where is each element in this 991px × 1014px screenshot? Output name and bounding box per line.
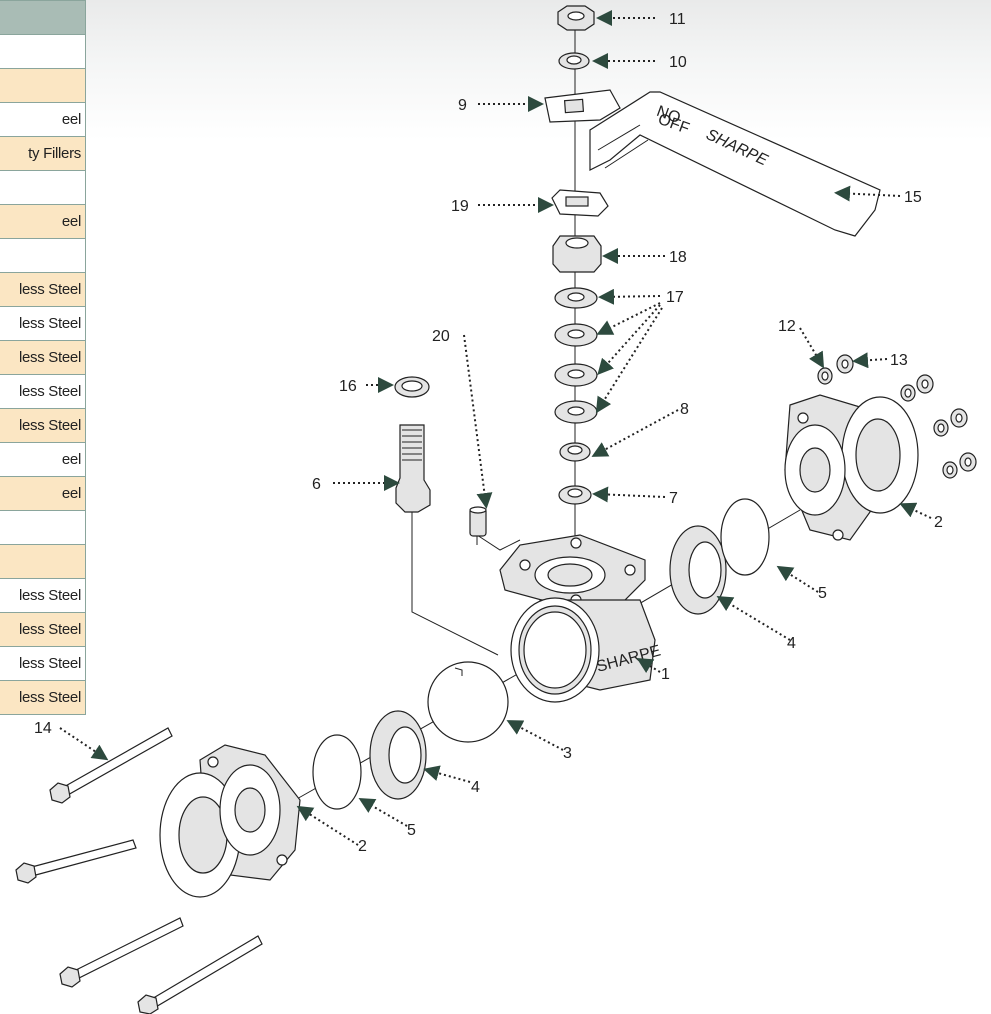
bom-row — [0, 34, 86, 69]
callout-leaders — [59, 10, 932, 846]
bom-cell — [0, 238, 86, 273]
callout-4-right: 4 — [787, 635, 796, 652]
bom-cell-text: eel — [61, 451, 81, 468]
bom-cell-text: eel — [61, 213, 81, 230]
stem-seal-16 — [394, 376, 430, 398]
seat-4-left — [369, 710, 427, 800]
stem-seal-7 — [558, 485, 592, 505]
bom-cell: eel — [0, 102, 86, 137]
bom-row — [0, 170, 86, 205]
callout-14: 14 — [34, 720, 52, 737]
callout-7: 7 — [669, 490, 678, 507]
end-cap-2-left — [159, 744, 301, 898]
bom-cell-text: eel — [61, 485, 81, 502]
packing-rings-17 — [554, 287, 598, 424]
callout-8: 8 — [680, 401, 689, 418]
bom-cell-text: less Steel — [18, 281, 81, 298]
bom-cell-text: less Steel — [18, 689, 81, 706]
callout-16: 16 — [339, 378, 357, 395]
callout-5-left: 5 — [407, 822, 416, 839]
callout-19: 19 — [451, 198, 469, 215]
bom-row — [0, 0, 86, 35]
bom-cell: eel — [0, 476, 86, 511]
callout-20: 20 — [432, 328, 450, 345]
bom-row: less Steel — [0, 408, 86, 443]
bom-cell-text: less Steel — [18, 349, 81, 366]
seat-4-right — [669, 525, 727, 615]
bom-row: eel — [0, 476, 86, 511]
packing-nut-18 — [552, 235, 602, 273]
bill-of-materials-table: eel ty Fillers eel less Steel less Steel less… — [0, 0, 86, 715]
valve-body-1: SHARPE — [499, 534, 663, 703]
callout-18: 18 — [669, 249, 687, 266]
bom-cell: less Steel — [0, 578, 86, 613]
bom-cell — [0, 34, 86, 69]
bom-cell — [0, 170, 86, 205]
callout-6: 6 — [312, 476, 321, 493]
washer-10 — [558, 52, 590, 70]
bom-cell — [0, 510, 86, 545]
callout-1: 1 — [661, 666, 670, 683]
stop-pin-20 — [469, 506, 487, 537]
callout-17: 17 — [666, 289, 684, 306]
bom-cell-text: less Steel — [18, 655, 81, 672]
bom-row: eel — [0, 102, 86, 137]
bom-cell: less Steel — [0, 306, 86, 341]
stem-nut-11 — [557, 5, 595, 31]
bom-cell: less Steel — [0, 646, 86, 681]
callout-3: 3 — [563, 745, 572, 762]
valve-stem-6 — [395, 424, 431, 513]
valve-ball-3 — [427, 661, 509, 743]
bom-cell — [0, 0, 86, 35]
callout-5-right: 5 — [818, 585, 827, 602]
end-cap-2-right — [784, 394, 919, 541]
body-seal-5-right — [720, 498, 770, 576]
bom-cell: less Steel — [0, 374, 86, 409]
handle-assembly-15: SHARPE ON OFF — [544, 89, 881, 237]
bom-row: less Steel — [0, 612, 86, 647]
callout-9: 9 — [458, 97, 467, 114]
bom-cell-text: less Steel — [18, 383, 81, 400]
bom-row — [0, 510, 86, 545]
callout-labels: 11 10 9 15 19 18 17 8 7 16 6 20 12 13 2 … — [34, 11, 943, 855]
bom-cell-text: less Steel — [18, 315, 81, 332]
bom-cell-text: less Steel — [18, 417, 81, 434]
bom-cell-text: less Steel — [18, 587, 81, 604]
bom-cell-text: ty Fillers — [28, 145, 81, 162]
bom-row: eel — [0, 204, 86, 239]
bom-row: less Steel — [0, 680, 86, 715]
thrust-washer-8 — [559, 442, 591, 462]
bom-row: less Steel — [0, 646, 86, 681]
callout-12: 12 — [778, 318, 796, 335]
callout-2-left: 2 — [358, 838, 367, 855]
callout-11: 11 — [669, 11, 686, 28]
bom-row: less Steel — [0, 374, 86, 409]
bom-row — [0, 68, 86, 103]
callout-15: 15 — [904, 189, 922, 206]
bom-row: less Steel — [0, 340, 86, 375]
bom-cell-text: less Steel — [18, 621, 81, 638]
bom-cell — [0, 68, 86, 103]
body-seal-5-left — [312, 734, 362, 810]
bom-row: less Steel — [0, 578, 86, 613]
callout-2-right: 2 — [934, 514, 943, 531]
bom-row — [0, 238, 86, 273]
bom-cell: less Steel — [0, 680, 86, 715]
callout-13: 13 — [890, 352, 908, 369]
stop-plate-19 — [551, 189, 609, 217]
bom-cell: eel — [0, 204, 86, 239]
bolts-14 — [15, 727, 263, 1014]
bom-cell: less Steel — [0, 408, 86, 443]
bom-cell: less Steel — [0, 340, 86, 375]
bom-row: less Steel — [0, 306, 86, 341]
washers-and-nuts-12-13 — [817, 354, 977, 479]
bom-cell-text: eel — [61, 111, 81, 128]
callout-4-left: 4 — [471, 779, 480, 796]
bom-cell: less Steel — [0, 612, 86, 647]
callout-10: 10 — [669, 54, 687, 71]
